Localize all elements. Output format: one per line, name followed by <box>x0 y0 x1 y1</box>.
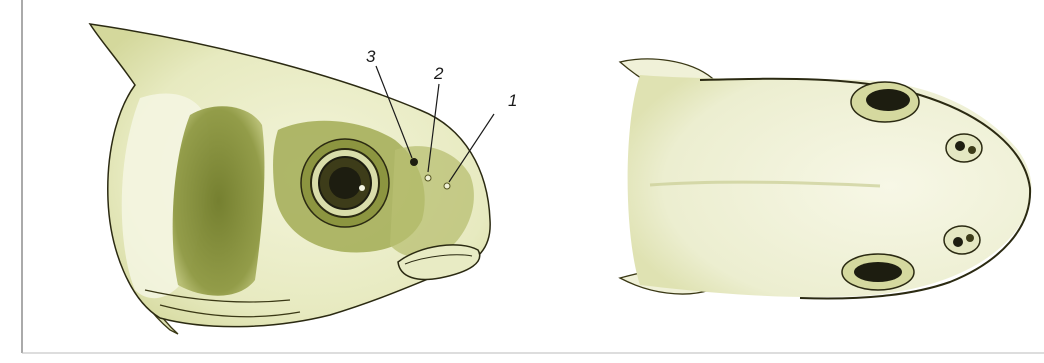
eye-highlight-icon <box>359 185 365 191</box>
label-1: 1 <box>508 91 517 110</box>
fish-head-lateral-icon: 3 2 1 <box>90 24 517 334</box>
eye-pupil-icon <box>329 167 361 199</box>
label-2: 2 <box>433 64 444 83</box>
label-3: 3 <box>366 47 376 66</box>
dorsal-eye-upper-icon <box>866 89 910 111</box>
fish-head-dorsal-icon <box>620 59 1032 299</box>
dorsal-nostril-upper-dot-icon <box>955 141 965 151</box>
dorsal-nostril-upper-dot2-icon <box>968 146 976 154</box>
dorsal-nostril-lower-dot2-icon <box>966 234 974 242</box>
dorsal-body-icon <box>628 75 1032 297</box>
nostril-2-icon <box>425 175 431 181</box>
dorsal-nostril-lower-dot-icon <box>953 237 963 247</box>
dorsal-eye-lower-icon <box>854 262 902 282</box>
nostril-1-icon <box>444 183 450 189</box>
dark-band-icon <box>173 106 265 295</box>
nostril-3-icon <box>410 158 418 166</box>
